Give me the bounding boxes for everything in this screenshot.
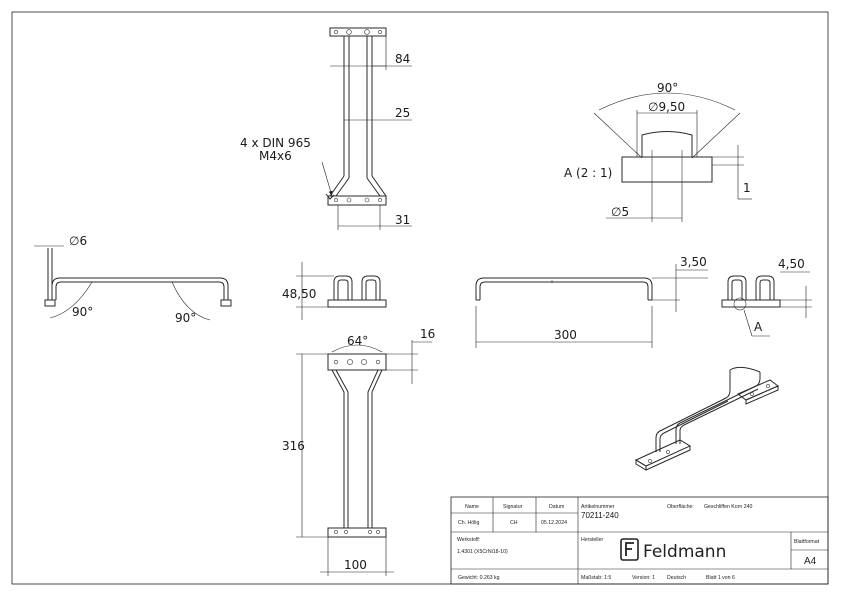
screw-note: 4 x DIN 965: [240, 136, 311, 150]
tb-material-label: Werkstoff:: [457, 537, 480, 543]
tb-signature-value: CH: [510, 520, 518, 526]
side-view: [34, 245, 232, 321]
top-view: [321, 27, 412, 230]
end-view-detail-ref: [721, 271, 812, 337]
dim-25: 25: [395, 106, 410, 120]
dim-1: 1: [743, 181, 751, 195]
tb-article-label: Artikelnummer: [581, 504, 615, 510]
dim-84: 84: [395, 52, 410, 66]
tb-brand: Feldmann: [643, 542, 726, 562]
dim-16: 16: [420, 327, 435, 341]
tb-surface-value: Geschliffen Korn 240: [704, 504, 752, 510]
dim-diameter-950: ∅9,50: [648, 100, 685, 114]
tb-version: Version: 1: [632, 575, 655, 581]
tb-manufacturer-label: Hersteller: [581, 537, 603, 543]
dim-100: 100: [344, 558, 367, 572]
end-view: [296, 262, 387, 320]
tb-language: Deutsch: [667, 575, 686, 581]
tb-sheet: Blatt 1 von 6: [706, 575, 735, 581]
tb-surface-label: Oberfläche:: [667, 504, 694, 510]
dim-316: 316: [282, 439, 305, 453]
tb-material-value: 1.4301 (X5CrNi18-10): [457, 549, 508, 555]
dim-300: 300: [554, 328, 577, 342]
dim-350: 3,50: [680, 255, 707, 269]
tb-date-header: Datum: [549, 504, 564, 510]
tb-signature-header: Signatur: [503, 504, 523, 510]
front-view: [475, 264, 708, 348]
drawing-frame: [11, 11, 829, 585]
screw-size-note: M4x6: [259, 149, 292, 163]
detail-a-label: A (2 : 1): [564, 166, 612, 180]
detail-a-view: [593, 92, 752, 222]
dim-90-left: 90°: [72, 305, 93, 319]
isometric-view: [634, 366, 779, 471]
dim-diameter-5: ∅5: [611, 205, 629, 219]
tb-scale: Maßstab: 1:5: [581, 575, 611, 581]
tb-name-value: Ch. Hölig: [458, 520, 479, 526]
dim-450: 4,50: [778, 257, 805, 271]
bottom-view: [296, 340, 432, 576]
dim-4850: 48,50: [282, 287, 316, 301]
dim-90-detail: 90°: [657, 81, 678, 95]
dim-diameter-6: ∅6: [69, 234, 87, 248]
title-block: [450, 496, 829, 585]
dim-31: 31: [395, 213, 410, 227]
tb-article-value: 70211-240: [581, 511, 619, 520]
dim-64: 64°: [347, 334, 368, 348]
tb-weight: Gewicht: 0.263 kg: [458, 575, 500, 581]
tb-format-label: Blattformat: [794, 539, 820, 545]
detail-ref-a: A: [754, 320, 763, 334]
tb-format-value: A4: [804, 556, 817, 567]
tb-date-value: 05.12.2024: [541, 520, 567, 526]
dim-90-right: 90°: [175, 311, 196, 325]
tb-name-header: Name: [465, 504, 479, 510]
feldmann-logo: [620, 538, 639, 561]
